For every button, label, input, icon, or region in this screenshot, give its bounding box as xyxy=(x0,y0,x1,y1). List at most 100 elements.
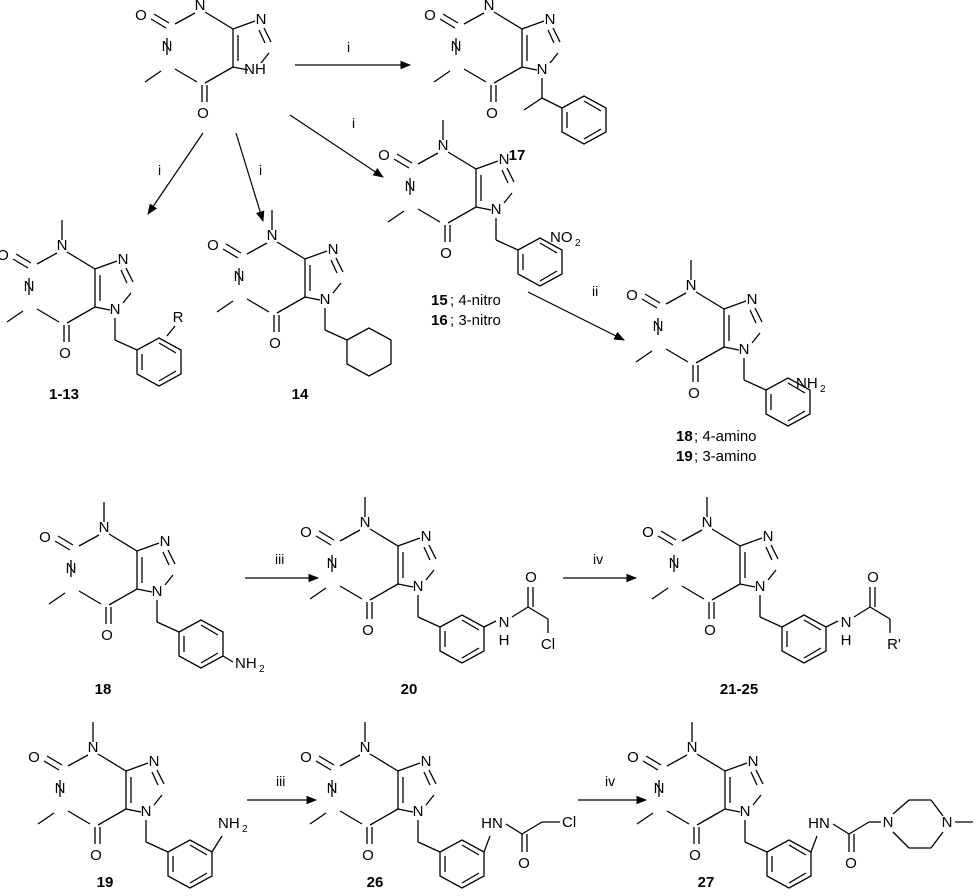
theophylline-structure: N N O O N NH xyxy=(135,0,272,122)
atom-label: N xyxy=(360,739,371,756)
atom-label: O xyxy=(0,247,9,264)
atom-label: R' xyxy=(887,636,901,653)
atom-label: 2 xyxy=(820,384,826,395)
atom-label: N xyxy=(755,578,766,595)
atom-label: N xyxy=(747,291,758,308)
atom-label: O xyxy=(59,345,71,362)
compound-label-20: 20 xyxy=(401,681,418,698)
atom-label: O xyxy=(704,622,716,639)
compound-label-17: 17 xyxy=(509,147,526,164)
compound-20-structure: N N O O N N N H O Cl xyxy=(300,496,555,664)
atom-label: O xyxy=(269,335,281,352)
svg-text:; 4-nitro: ; 4-nitro xyxy=(450,292,501,309)
atom-label: 2 xyxy=(575,238,581,249)
atom-label: N xyxy=(99,519,110,536)
atom-label: N xyxy=(267,227,278,244)
atom-label: N xyxy=(841,614,852,631)
svg-text:18: 18 xyxy=(676,428,693,445)
compound-21-25-structure: N N O O N N N H O R' xyxy=(642,496,901,664)
atom-label: R xyxy=(173,309,184,326)
compound-label-18: 18 xyxy=(95,681,112,698)
atom-label: N xyxy=(451,38,462,55)
atom-label: N xyxy=(499,614,510,631)
atom-label: O xyxy=(300,749,312,766)
atom-label: N xyxy=(491,201,502,218)
atom-label: N xyxy=(160,533,171,550)
atom-label: N xyxy=(118,251,129,268)
atom-label: N xyxy=(405,178,416,195)
svg-text:19: 19 xyxy=(676,448,693,465)
atom-label: N xyxy=(88,739,99,756)
svg-text:16: 16 xyxy=(431,312,448,329)
atom-label: NH xyxy=(796,375,818,392)
step-label-i: i xyxy=(259,162,262,178)
atom-label: O xyxy=(642,524,654,541)
atom-label: HN xyxy=(481,815,503,832)
step-label-iv: iv xyxy=(593,551,603,567)
atom-label: N xyxy=(537,61,548,78)
compound-15-16-structure: N N O O N N NO 2 xyxy=(378,119,581,287)
compound-label-1-13: 1-13 xyxy=(49,386,79,403)
atom-label: N xyxy=(499,151,510,168)
step-label-i: i xyxy=(347,39,350,55)
atom-label: O xyxy=(440,245,452,262)
svg-text:; 3-amino: ; 3-amino xyxy=(694,448,757,465)
atom-label: O xyxy=(135,7,147,24)
atom-label: N xyxy=(57,237,68,254)
atom-label: N xyxy=(141,803,152,820)
atom-label: O xyxy=(207,237,219,254)
atom-label: O xyxy=(362,847,374,864)
atom-label: N xyxy=(360,514,371,531)
atom-label: N xyxy=(484,0,495,14)
atom-label: N xyxy=(438,137,449,154)
atom-label: N xyxy=(702,514,713,531)
atom-label: O xyxy=(867,569,879,586)
compound-26-structure: N N O O N N HN O Cl xyxy=(300,721,576,889)
atom-label: HN xyxy=(808,815,830,832)
compound-label-15: 15 ; 4-nitro xyxy=(431,292,501,309)
step-label-ii: ii xyxy=(592,283,598,299)
atom-label: O xyxy=(101,627,113,644)
atom-label: O xyxy=(197,105,209,122)
reaction-arrow xyxy=(235,132,265,223)
step-label-iii: iii xyxy=(276,773,285,789)
compound-label-16: 16 ; 3-nitro xyxy=(431,312,501,329)
reaction-arrow xyxy=(147,132,204,215)
atom-label: N xyxy=(24,278,35,295)
atom-label: N xyxy=(421,528,432,545)
atom-label: N xyxy=(654,780,665,797)
atom-label: N xyxy=(763,528,774,545)
atom-label: Cl xyxy=(541,636,555,653)
atom-label: O xyxy=(90,847,102,864)
step-label-iv: iv xyxy=(605,773,615,789)
atom-label: N xyxy=(413,578,424,595)
atom-label: Cl xyxy=(562,814,576,831)
atom-label: NH xyxy=(244,61,266,78)
atom-label: O xyxy=(518,855,530,872)
atom-label: N xyxy=(669,555,680,572)
atom-label: N xyxy=(162,38,173,55)
atom-label: H xyxy=(499,632,510,649)
atom-label: NO xyxy=(550,229,573,246)
compound-label-14: 14 xyxy=(292,386,309,403)
atom-label: N xyxy=(195,0,206,14)
atom-label: N xyxy=(327,555,338,572)
atom-label: O xyxy=(486,105,498,122)
atom-label: N xyxy=(328,241,339,258)
atom-label: O xyxy=(378,147,390,164)
atom-label: N xyxy=(152,583,163,600)
atom-label: NH xyxy=(218,815,240,832)
atom-label: NH xyxy=(235,655,257,672)
svg-text:15: 15 xyxy=(431,292,448,309)
atom-label: N xyxy=(66,560,77,577)
atom-label: N xyxy=(739,341,750,358)
compound-27-structure: N N O O N N HN O N N xyxy=(627,721,973,889)
svg-text:; 3-nitro: ; 3-nitro xyxy=(450,312,501,329)
step-label-i: i xyxy=(352,115,355,131)
compound-18-structure: N N O O N N NH 2 xyxy=(39,501,265,675)
atom-label: O xyxy=(627,749,639,766)
atom-label: N xyxy=(740,803,751,820)
compound-label-26: 26 xyxy=(367,874,384,891)
atom-label: O xyxy=(689,847,701,864)
